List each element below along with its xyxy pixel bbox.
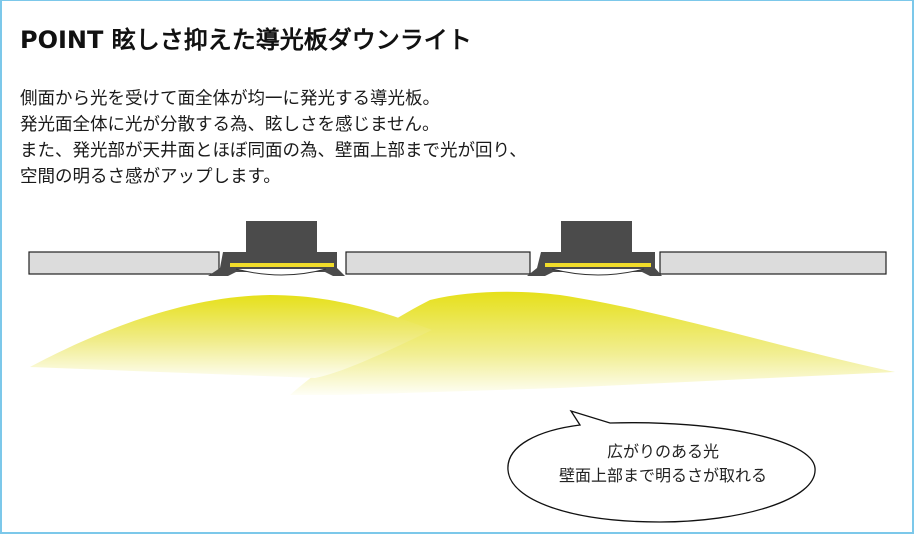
callout-text: 広がりのある光 壁面上部まで明るさが取れる: [515, 440, 811, 488]
page-title: POINT 眩しさ抑えた導光板ダウンライト: [20, 26, 472, 54]
ceiling-panels: [28, 251, 887, 275]
description-line: 空間の明るさ感がアップします。: [20, 167, 281, 187]
description-line: また、発光部が天井面とほぼ同面の為、壁面上部まで光が回り、: [20, 141, 527, 161]
downlight-left: [208, 221, 345, 276]
callout-line: 壁面上部まで明るさが取れる: [558, 466, 767, 485]
description-line: 発光面全体に光が分散する為、眩しさを感じません。: [20, 115, 440, 135]
light-spread-left: [30, 295, 432, 378]
description-line: 側面から光を受けて面全体が均一に発光する導光板。: [20, 89, 440, 109]
light-spread-right: [290, 291, 895, 395]
downlight-right: [527, 221, 662, 276]
callout-bubble: [507, 409, 816, 523]
description-text: 側面から光を受けて面全体が均一に発光する導光板。 発光面全体に光が分散する為、眩…: [20, 86, 527, 190]
callout-line: 広がりのある光: [606, 442, 719, 461]
